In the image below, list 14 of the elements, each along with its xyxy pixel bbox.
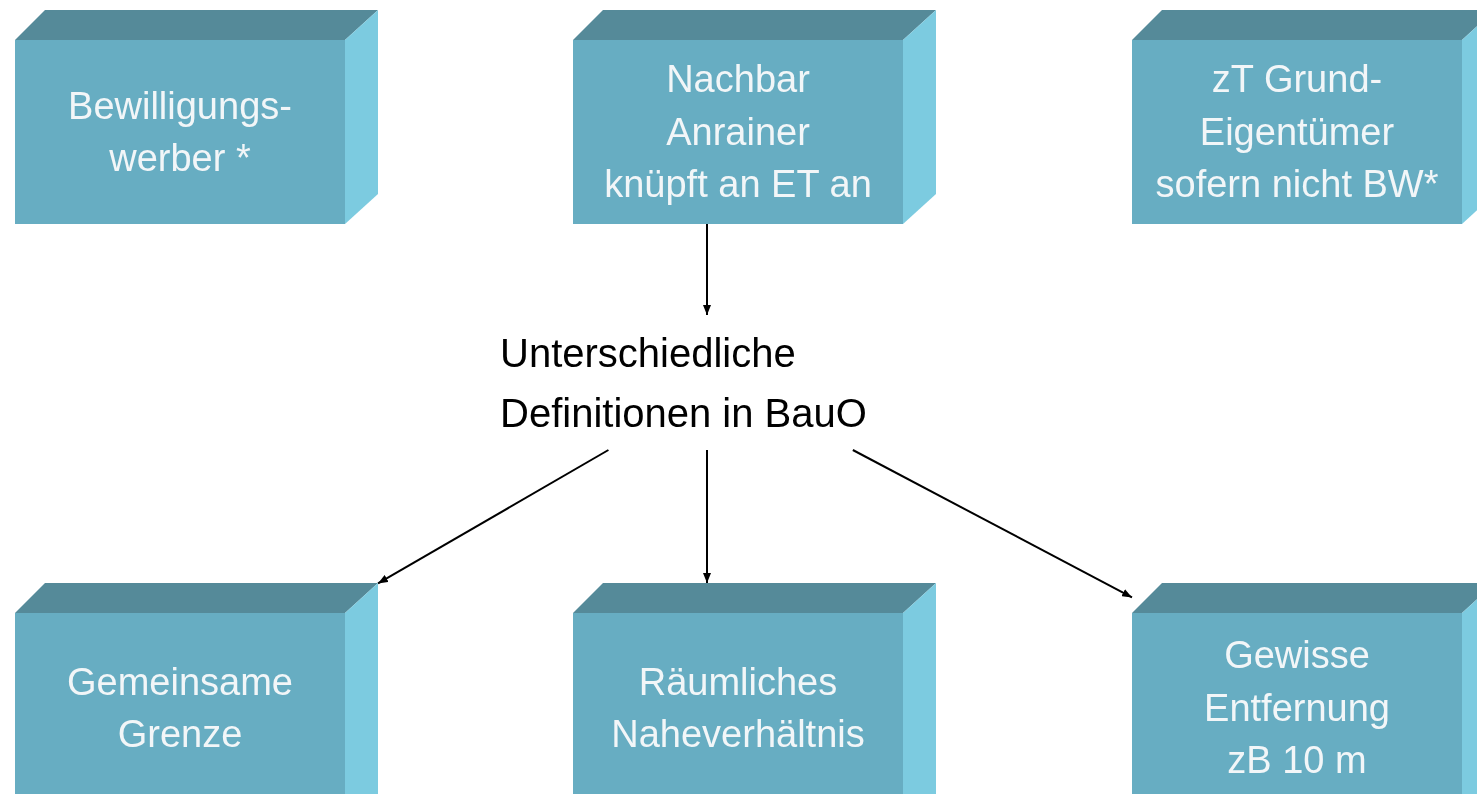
box-label: Bewilligungs- werber * xyxy=(67,83,293,181)
box-label: Räumliches Naheverhältnis xyxy=(610,659,866,757)
box-label: Anrainer xyxy=(666,109,810,155)
box-label: Gewisse Entfernung zB 10 m xyxy=(1203,633,1391,784)
arrow xyxy=(703,223,711,316)
box-label: knüpft an ET an xyxy=(604,162,872,208)
arrow xyxy=(851,449,1133,599)
arrow xyxy=(377,449,610,585)
center-label: Unterschiedliche Definitionen in BauO xyxy=(500,329,868,437)
box-label: zT Grund- Eigentümer xyxy=(1198,57,1396,155)
box-label: Nachbar xyxy=(666,57,810,103)
box-label: sofern nicht BW* xyxy=(1155,162,1439,208)
arrow xyxy=(703,449,711,584)
box-label: Gemeinsame Grenze xyxy=(66,659,294,757)
